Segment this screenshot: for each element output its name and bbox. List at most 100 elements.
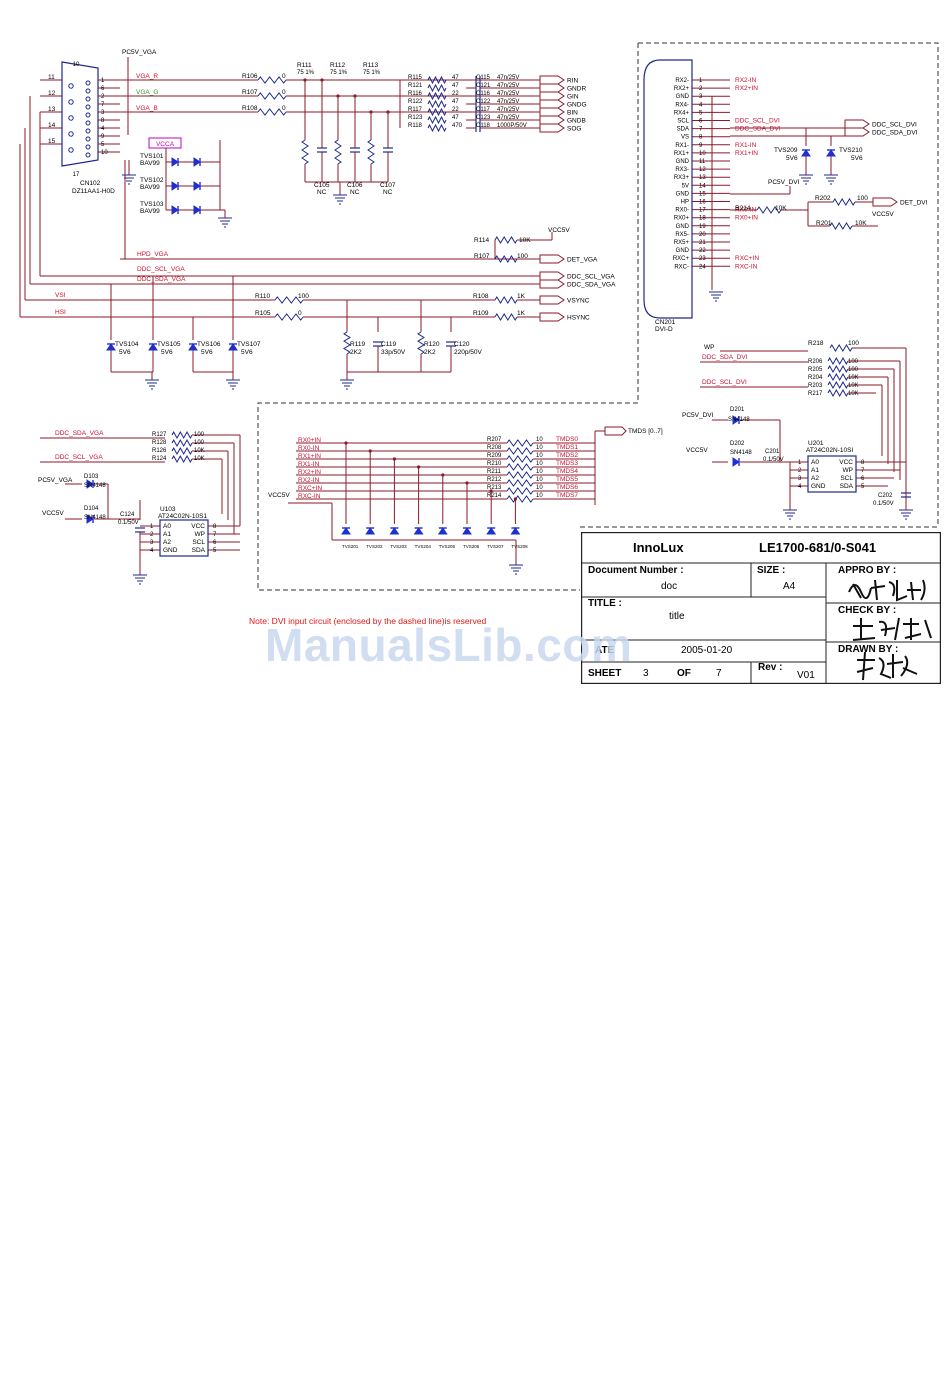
dvi-pin-number: 21 xyxy=(699,240,706,246)
cap-ref: C107 xyxy=(380,182,396,189)
resistor-ref: R203 xyxy=(808,383,823,389)
resistor-ref: R121 xyxy=(408,83,423,89)
resistor-value: 100 xyxy=(857,195,868,202)
resistor-ref: R127 xyxy=(152,432,167,438)
junction xyxy=(441,473,445,477)
port-label: DET_DVI xyxy=(900,200,928,207)
filter-ref: R119 xyxy=(350,341,365,348)
dvi-pin-signal: RXC+ xyxy=(673,256,690,262)
dvi-pin-number: 15 xyxy=(699,191,706,197)
tvs-value: 5V6 xyxy=(161,349,173,356)
pin-number: 2 xyxy=(798,468,802,474)
schematic-drawing: 1017111213141516273849510CN102DZ11AA1-H0… xyxy=(19,42,939,591)
port-label: VSYNC xyxy=(567,298,590,305)
resistor-ref: R213 xyxy=(487,485,502,491)
model-number: LE1700-681/0-S041 xyxy=(759,540,877,555)
resistor-ref: R107 xyxy=(242,89,258,96)
dvi-pin-signal: RX1- xyxy=(675,143,689,149)
tvs-ref: TVS206 xyxy=(463,544,480,549)
tvs-diode xyxy=(148,343,158,351)
dvi-pin-number: 1 xyxy=(699,78,703,84)
net-label: RXC+IN xyxy=(298,485,322,492)
dvi-pin-signal: GND xyxy=(676,224,690,230)
title-block-frame xyxy=(580,531,942,685)
cap-value: 1000P/50V xyxy=(497,123,527,129)
dvi-pin-number: 11 xyxy=(699,159,706,165)
resistor-ref: R211 xyxy=(487,469,502,475)
resistor xyxy=(829,344,853,352)
output-port xyxy=(539,75,565,85)
cap-ref: C115 xyxy=(476,75,491,81)
filter-ref: C119 xyxy=(381,341,396,348)
dashed-frame xyxy=(257,42,939,591)
of-value: 7 xyxy=(716,668,722,679)
resistor-ref: R209 xyxy=(487,453,502,459)
company-name: InnoLux xyxy=(633,540,684,555)
dvi-connector-body xyxy=(643,59,693,319)
net-label: RXC-IN xyxy=(735,263,758,270)
port-label: GNDG xyxy=(567,102,587,109)
ic-pin: WP xyxy=(843,467,853,474)
resistor-value: 22 xyxy=(452,91,459,97)
dvi-pin-number: 14 xyxy=(699,183,706,189)
net-label: HPD_VGA xyxy=(137,251,169,258)
port-label: GNDR xyxy=(567,86,586,93)
diode-value: SN4148 xyxy=(730,450,752,456)
pin-hole xyxy=(68,147,74,153)
tvs-ref: TVS104 xyxy=(115,341,139,348)
power-label: VCC5V xyxy=(42,510,64,517)
drawn-label: DRAWN BY : xyxy=(838,644,899,655)
ic-pin: GND xyxy=(811,483,826,490)
pin-number: 3 xyxy=(150,540,154,546)
tvs-ref: TVS205 xyxy=(439,544,456,549)
diode-ref: D103 xyxy=(84,474,99,480)
resistor-value: 10K xyxy=(194,448,205,454)
dvi-pin-signal: SDA xyxy=(677,127,689,133)
tvs-value: 5V6 xyxy=(786,155,798,162)
net-label: TMDS1 xyxy=(556,444,578,451)
ic-pin: A0 xyxy=(811,459,819,466)
tvs-diode xyxy=(106,343,116,351)
cap-ref: C105 xyxy=(314,182,330,189)
ground-icon xyxy=(823,174,839,185)
tvs-value: 5V6 xyxy=(241,349,253,356)
ic-ref: U201 xyxy=(808,440,824,447)
resistor-value: 10K xyxy=(848,375,859,381)
pulldown-resistor xyxy=(756,206,782,214)
connector-pin: 13 xyxy=(48,106,56,113)
pin-number: 6 xyxy=(213,540,217,546)
title-block: InnoLux LE1700-681/0-S041 Document Numbe… xyxy=(580,531,942,685)
output-port xyxy=(539,107,565,117)
sheet-label: SHEET xyxy=(588,668,622,679)
resistor-value: 0 xyxy=(282,89,286,96)
pulldown-resistor xyxy=(829,222,853,230)
resistor-ref: R210 xyxy=(487,461,502,467)
dvi-pin-signal: GND xyxy=(676,248,690,254)
resistor-value: 100 xyxy=(848,340,859,347)
port-label: DDC_SCL_DVI xyxy=(872,122,917,129)
resistor-value: 10K xyxy=(775,205,787,212)
hsync-port xyxy=(539,312,565,322)
dvi-pin-number: 13 xyxy=(699,175,706,181)
size-value: A4 xyxy=(783,581,796,592)
diode-ref: D202 xyxy=(730,441,745,447)
diode xyxy=(86,514,94,524)
resistor-ref: R106 xyxy=(242,73,258,80)
eeprom-dvi-ic xyxy=(807,455,857,493)
appro-label: APPRO BY : xyxy=(838,565,897,576)
net-label: TMDS6 xyxy=(556,484,578,491)
port-label: DDC_SDA_VGA xyxy=(567,282,616,289)
dvi-pin-number: 16 xyxy=(699,200,706,206)
ground-icon xyxy=(332,194,348,205)
resistor-value: 1K xyxy=(517,293,526,300)
net-label: RX0+IN xyxy=(298,437,321,444)
junction xyxy=(417,465,421,469)
termination-resistor xyxy=(367,139,375,165)
tvs-diode xyxy=(437,527,448,535)
power-label: VCC5V xyxy=(872,211,894,218)
net-label: DDC_SCL_DVI xyxy=(735,118,780,125)
cap-ref: C116 xyxy=(476,91,491,97)
tvs-diode xyxy=(801,149,811,157)
series-resistor xyxy=(427,83,447,93)
